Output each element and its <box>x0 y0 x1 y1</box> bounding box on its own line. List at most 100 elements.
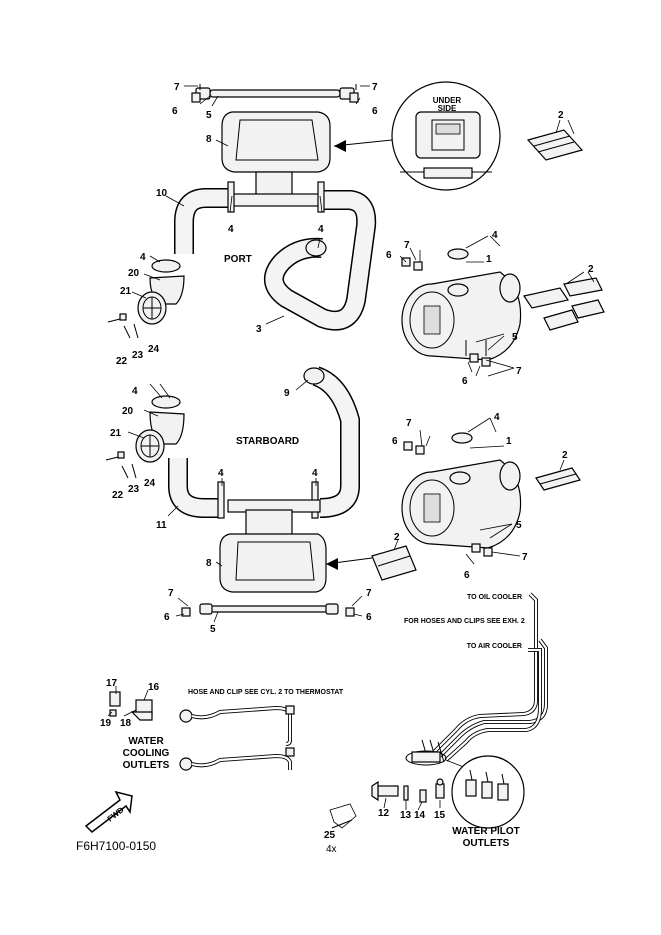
port-assembly: UNDER SIDE <box>107 81 605 367</box>
water-pilot-detail <box>451 755 525 829</box>
water-pilot-title-line2: OUTLETS <box>463 838 510 849</box>
callout-6: 6 <box>462 376 468 387</box>
leader-lines <box>107 85 595 811</box>
starboard-strap-rod <box>181 603 355 617</box>
drawing-code: F6H7100-0150 <box>76 839 156 853</box>
callout-20: 20 <box>122 406 134 417</box>
callout-6: 6 <box>172 106 178 117</box>
port-filter-pads <box>523 277 605 331</box>
callout-2: 2 <box>558 110 564 121</box>
callout-1: 1 <box>506 436 512 447</box>
callout-6: 6 <box>372 106 378 117</box>
callout-7: 7 <box>174 82 180 93</box>
callout-11: 11 <box>156 520 167 531</box>
port-strap-rod <box>191 84 359 103</box>
to-oil-cooler-label: TO OIL COOLER <box>467 594 522 601</box>
callout-6: 6 <box>386 250 392 261</box>
fwd-arrow: FWD <box>84 790 133 833</box>
starboard-elbow-hose-11 <box>168 458 218 518</box>
callout-18: 18 <box>120 718 132 729</box>
callout-4: 4 <box>492 230 498 241</box>
callout-23: 23 <box>128 484 140 495</box>
port-s-hose-3 <box>264 190 377 331</box>
callout-24: 24 <box>144 478 156 489</box>
callout-5: 5 <box>210 624 216 635</box>
callout-5: 5 <box>512 332 518 343</box>
underside-title-line1: UNDER <box>433 96 462 105</box>
callout-7: 7 <box>366 588 372 599</box>
port-arrestor <box>107 259 185 339</box>
callout-7: 7 <box>406 418 412 429</box>
callout-20: 20 <box>128 268 140 279</box>
callout-23: 23 <box>132 350 144 361</box>
water-cooling-title-line2: COOLING <box>123 748 170 759</box>
hoses-clips-note: FOR HOSES AND CLIPS SEE EXH. 2 <box>404 618 525 625</box>
callout-6: 6 <box>366 612 372 623</box>
callout-25: 25 <box>324 830 336 841</box>
callout-17: 17 <box>106 678 118 689</box>
port-label: PORT <box>224 254 252 265</box>
callout-7: 7 <box>372 82 378 93</box>
callout-14: 14 <box>414 810 426 821</box>
callout-3: 3 <box>256 324 262 335</box>
starboard-intake-box <box>219 499 327 593</box>
clip-25 <box>329 803 357 829</box>
water-pilot-tubing <box>405 592 548 773</box>
callout-10: 10 <box>156 188 168 199</box>
water-cooling-outlets <box>109 691 295 771</box>
callout-16: 16 <box>148 682 160 693</box>
callout-13: 13 <box>400 810 412 821</box>
callout-5: 5 <box>516 520 522 531</box>
callout-7: 7 <box>168 588 174 599</box>
callout-21: 21 <box>110 428 122 439</box>
callout-8: 8 <box>206 134 212 145</box>
callout-2: 2 <box>588 264 594 275</box>
callout-21: 21 <box>120 286 132 297</box>
callout-4: 4 <box>132 386 138 397</box>
callout-12: 12 <box>378 808 390 819</box>
callout-5: 5 <box>206 110 212 121</box>
callout-4: 4 <box>318 224 324 235</box>
starboard-arrestor <box>105 395 185 479</box>
callout-22: 22 <box>116 356 128 367</box>
callout-8: 8 <box>206 558 212 569</box>
quantity-25-label: 4x <box>326 844 337 855</box>
underside-detail: UNDER SIDE <box>391 81 501 191</box>
callout-6: 6 <box>392 436 398 447</box>
callout-numbers: 7 6 5 7 6 8 2 10 4 4 4 20 21 22 23 24 3 … <box>100 82 594 841</box>
callout-7: 7 <box>404 240 410 251</box>
callout-1: 1 <box>486 254 492 265</box>
callout-7: 7 <box>516 366 522 377</box>
water-cooling-title-line1: WATER <box>128 736 164 747</box>
water-cooling-title-line3: OUTLETS <box>123 760 170 771</box>
callout-4: 4 <box>228 224 234 235</box>
pilot-fittings <box>371 778 445 803</box>
callout-9: 9 <box>284 388 290 399</box>
to-air-cooler-label: TO AIR COOLER <box>467 643 522 650</box>
callout-2: 2 <box>394 532 400 543</box>
callout-4: 4 <box>140 252 146 263</box>
callout-24: 24 <box>148 344 160 355</box>
callout-15: 15 <box>434 810 446 821</box>
callout-4: 4 <box>218 468 224 479</box>
callout-2: 2 <box>562 450 568 461</box>
port-elbow-hose-10 <box>174 188 232 254</box>
starboard-label: STARBOARD <box>236 436 299 447</box>
text-labels: PORT STARBOARD TO OIL COOLER FOR HOSES A… <box>76 254 525 855</box>
callout-7: 7 <box>522 552 528 563</box>
starboard-silencer <box>401 432 522 549</box>
underside-title-line2: SIDE <box>438 104 457 113</box>
callout-4: 4 <box>312 468 318 479</box>
water-pilot-title-line1: WATER PILOT <box>452 826 520 837</box>
callout-6: 6 <box>164 612 170 623</box>
callout-22: 22 <box>112 490 124 501</box>
port-silencer <box>401 248 522 361</box>
callout-4: 4 <box>494 412 500 423</box>
port-intake-box <box>221 111 331 207</box>
callout-6: 6 <box>464 570 470 581</box>
callout-19: 19 <box>100 718 112 729</box>
hose-clip-note: HOSE AND CLIP SEE CYL. 2 TO THERMOSTAT <box>188 689 344 696</box>
starboard-hose-9 <box>312 366 360 518</box>
starboard-assembly <box>105 366 581 617</box>
